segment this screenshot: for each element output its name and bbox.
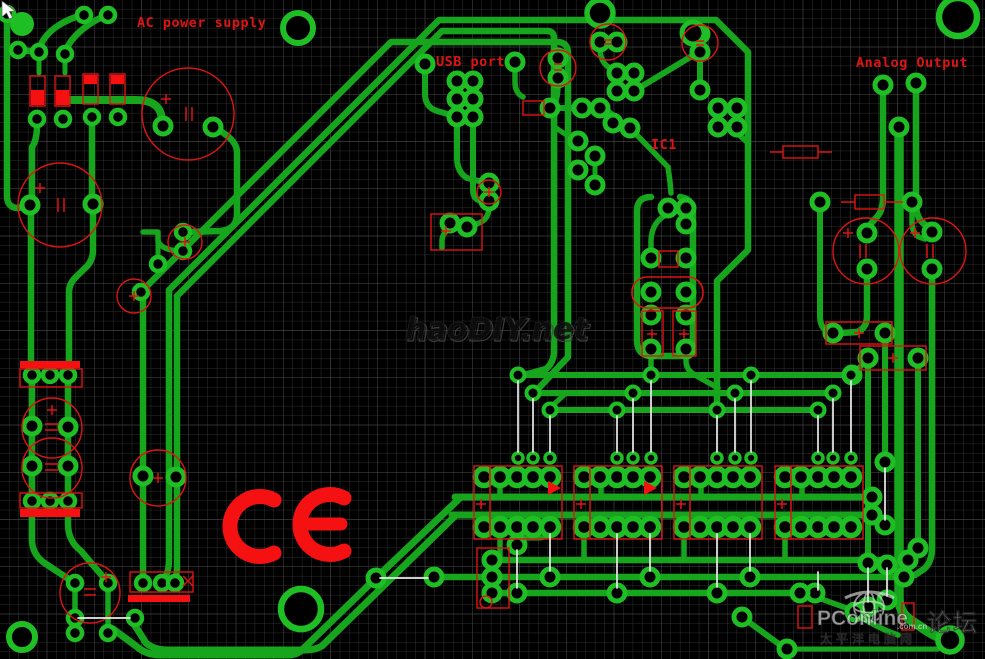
analog-output-label: Analog Output <box>856 55 968 71</box>
watermark-domain-text: .com.cn <box>897 622 927 631</box>
silkscreen-layer <box>17 23 967 631</box>
ac-power-supply-label: AC power supply <box>137 15 266 31</box>
ic1-label: IC1 <box>651 137 677 153</box>
ce-letter-c <box>222 489 282 564</box>
mouse-cursor <box>1 0 16 20</box>
watermark-brand-text: PConline <box>817 607 908 630</box>
watermark-forum-text: 论坛 <box>927 609 979 637</box>
globe-icon <box>844 590 895 623</box>
airwire-ratsnest-layer <box>77 380 888 619</box>
watermark-center: haoDIY.net haoDIY.net <box>405 312 592 350</box>
mounting-holes <box>6 0 981 655</box>
usb-port-label: USB port <box>436 54 505 70</box>
watermark-center-text: haoDIY.net <box>405 312 589 347</box>
ce-mark <box>222 487 352 564</box>
watermark-chinese-text: 太平洋电脑网 <box>820 631 916 646</box>
watermark-pconline: PConline .com.cn 太平洋电脑网 论坛 <box>817 590 979 646</box>
silkscreen-labels: AC power supply USB port IC1 Analog Outp… <box>137 15 968 153</box>
watermark-center-emboss-edge: haoDIY.net <box>407 314 591 349</box>
